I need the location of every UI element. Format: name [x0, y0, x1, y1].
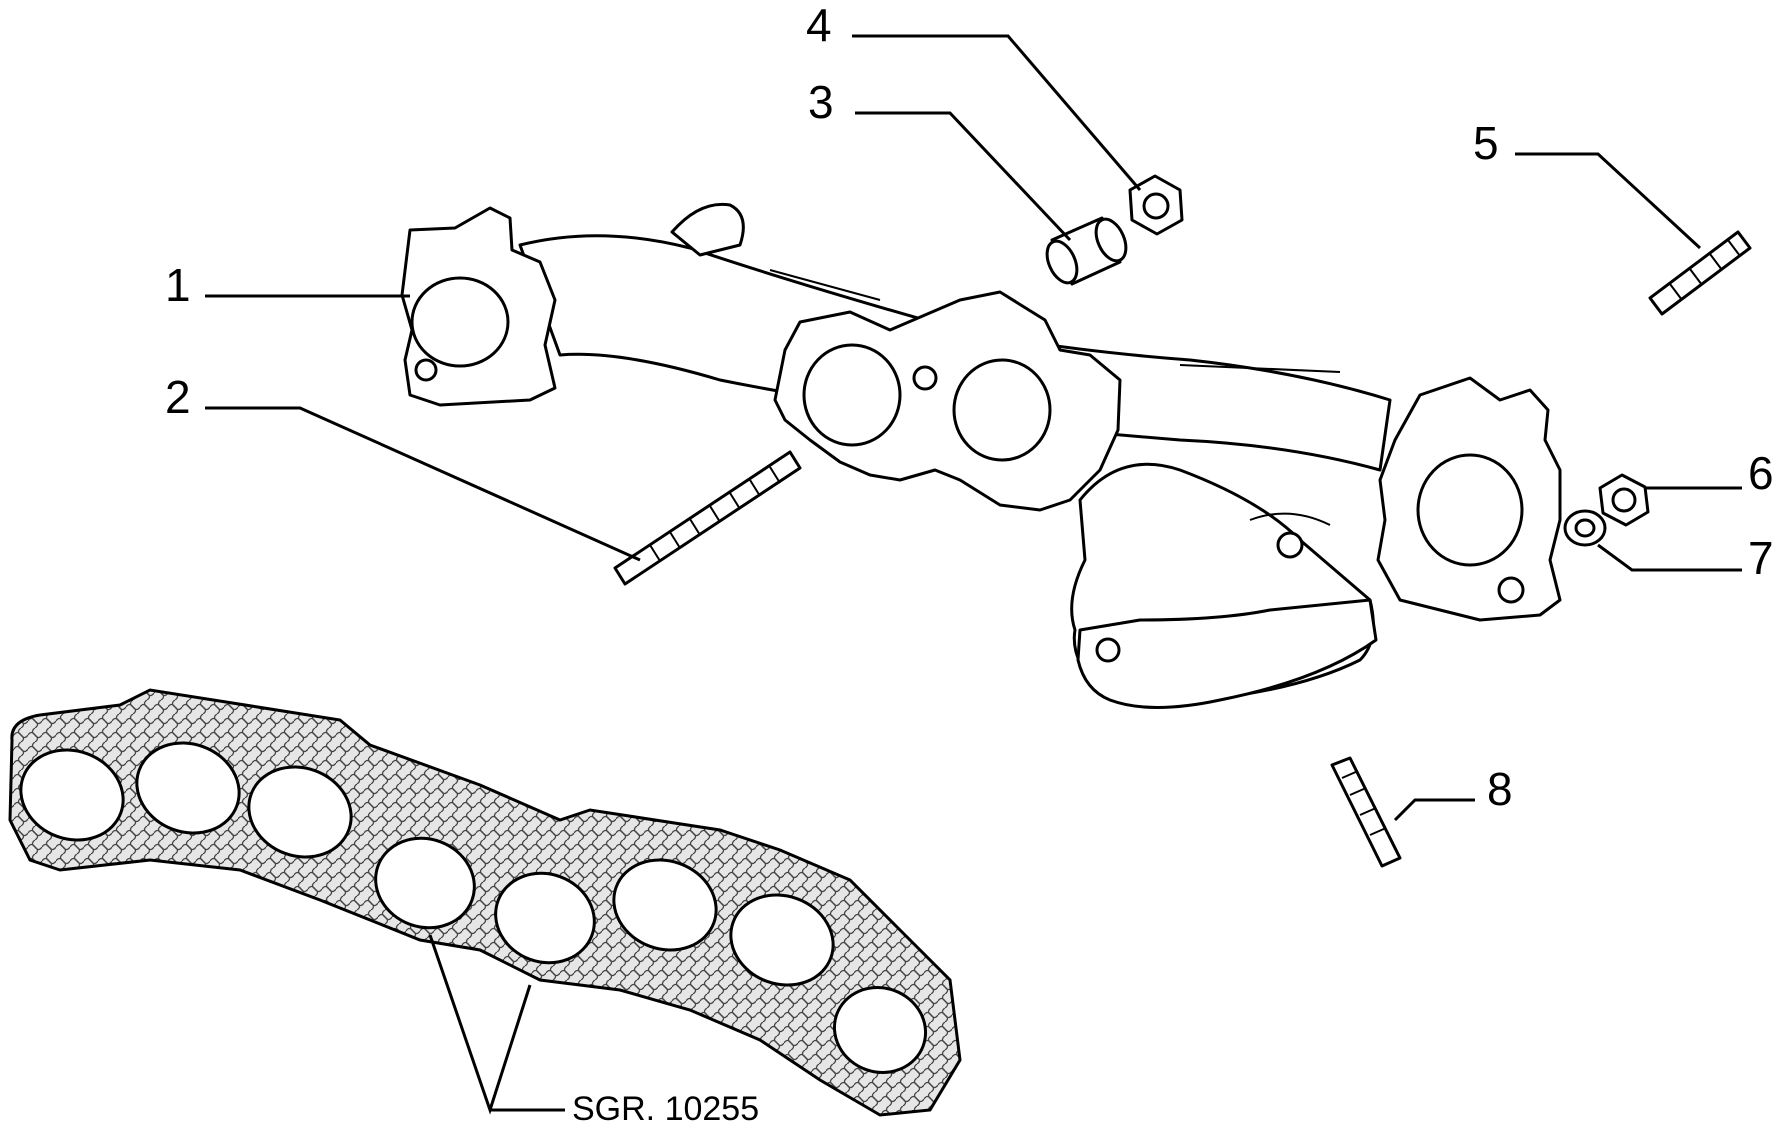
callout-5: 5 [1473, 117, 1499, 169]
callout-3: 3 [808, 76, 834, 128]
leader-3 [855, 111, 1072, 242]
leader-lines [205, 34, 1742, 1115]
callout-labels: 1 2 3 4 5 6 7 8 SGR. 10255 [165, 0, 1774, 1124]
exhaust-manifold [400, 202, 1562, 709]
callout-6: 6 [1748, 447, 1774, 499]
exhaust-manifold-gasket [8, 688, 962, 1117]
washer-right [1563, 509, 1607, 547]
spacer-sleeve [1045, 216, 1128, 286]
leader-8 [1393, 798, 1475, 822]
nut-right [1598, 473, 1650, 527]
leader-5 [1515, 152, 1702, 250]
leader-ref [428, 934, 565, 1115]
callout-2: 2 [165, 371, 191, 423]
leader-2 [205, 406, 641, 562]
leader-4 [852, 34, 1142, 191]
callout-8: 8 [1487, 763, 1513, 815]
callout-1: 1 [165, 259, 191, 311]
reference-code: SGR. 10255 [572, 1090, 759, 1124]
callout-7: 7 [1748, 532, 1774, 584]
callout-4: 4 [806, 0, 832, 51]
stud-bottom [1330, 756, 1402, 868]
stud-long [613, 450, 802, 586]
nut-top [1128, 174, 1184, 236]
leader-7 [1597, 543, 1742, 572]
stud-short-right [1648, 230, 1752, 316]
